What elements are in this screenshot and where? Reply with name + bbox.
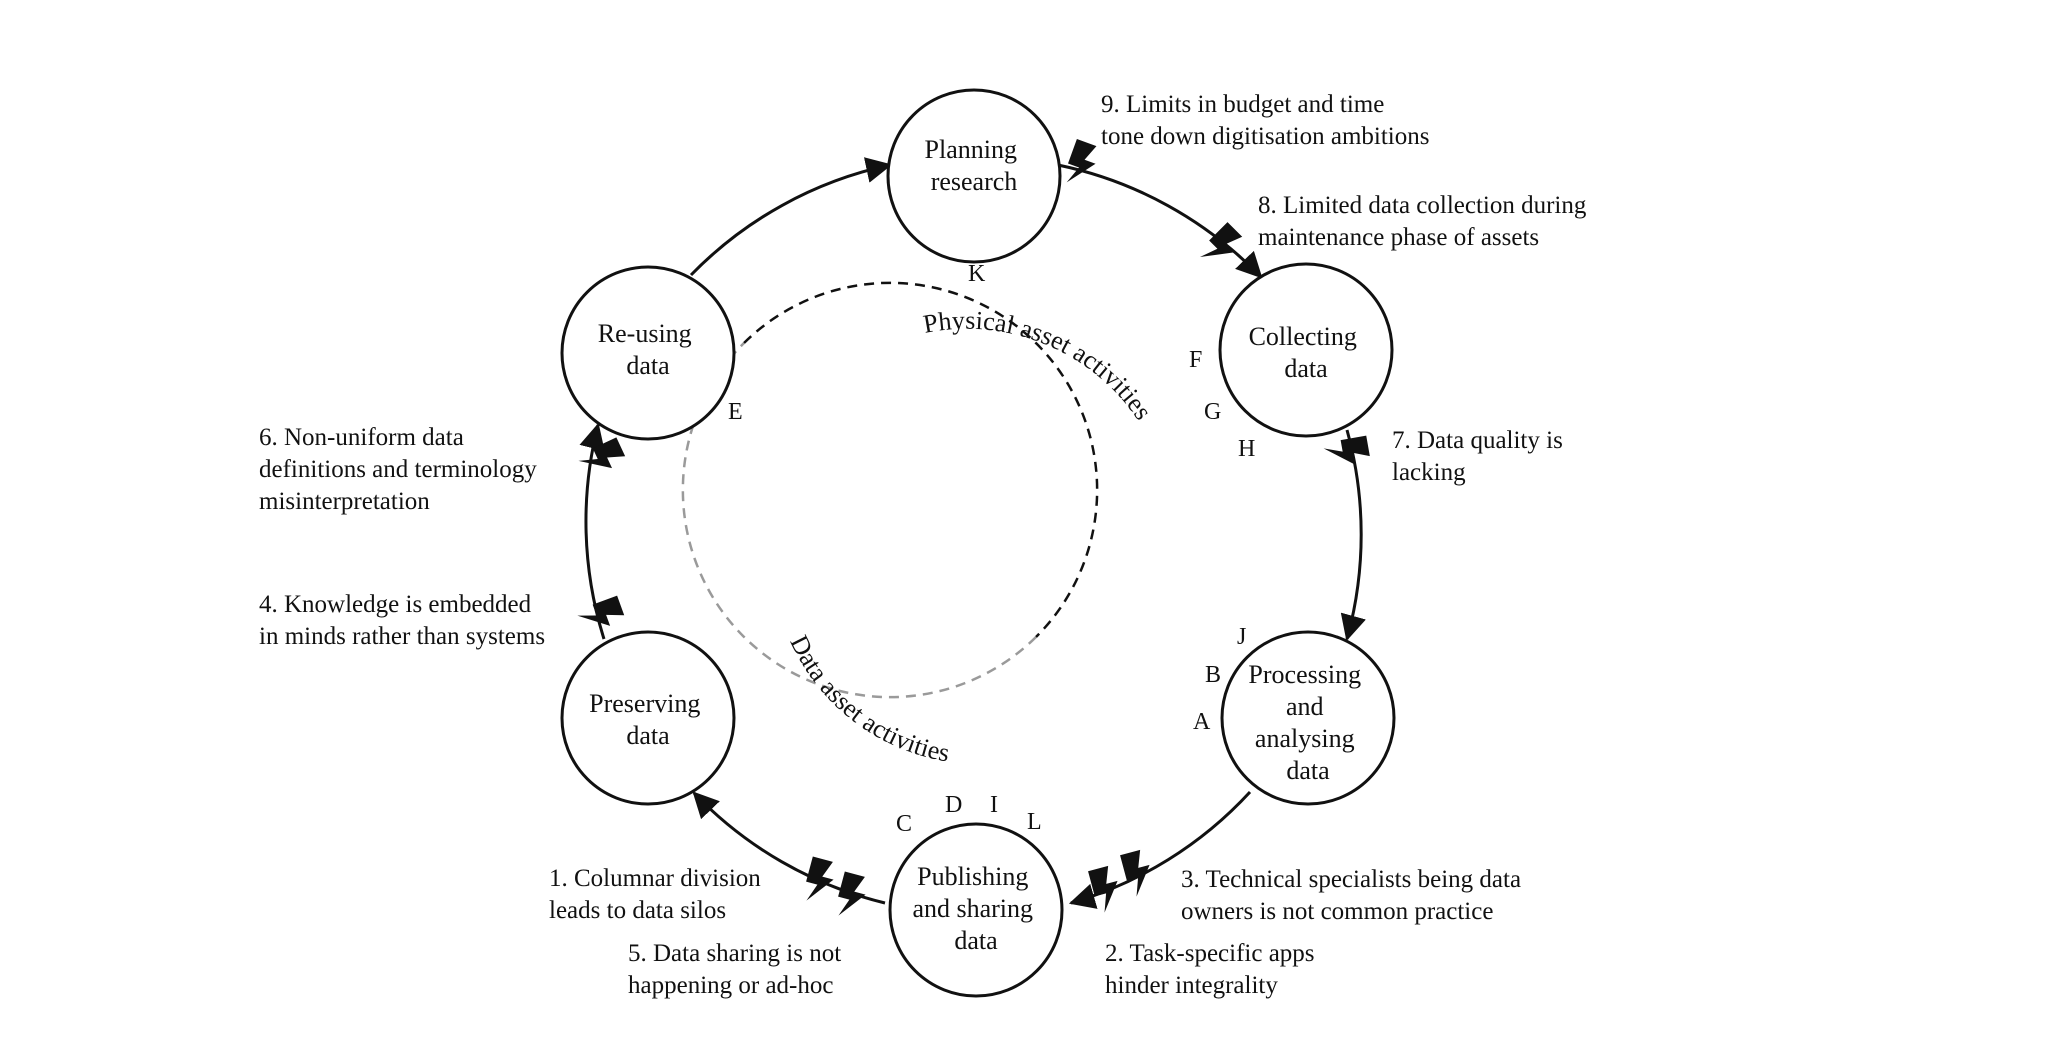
svg-text:Processing and ana: Processing and analysing data	[1248, 660, 1367, 785]
marker-i: I	[990, 792, 998, 818]
node-planning-research: Planning research	[886, 88, 1062, 264]
issue-8-text: 8. Limited data collection during mainte…	[1258, 192, 1593, 251]
marker-e: E	[728, 399, 743, 425]
issue-3-bolt-icon	[1120, 848, 1157, 898]
arrow-processing-to-publishing	[1068, 790, 1252, 909]
issue-1-bolt-icon	[801, 856, 838, 906]
arrow-planning-to-collecting	[1057, 163, 1263, 279]
marker-h: H	[1238, 436, 1255, 462]
svg-text:Planning research: Planning research	[925, 135, 1024, 196]
issue-3-text: 3. Technical specialists being data owne…	[1181, 866, 1527, 925]
issue-1-text: 1. Columnar division leads to data silos	[549, 865, 767, 924]
marker-b: B	[1205, 662, 1221, 688]
issue-9-text: 9. Limits in budget and time tone down d…	[1101, 91, 1429, 150]
node-collecting-data: Collecting data	[1218, 262, 1394, 438]
marker-c: C	[896, 811, 912, 837]
issue-7-bolt-icon	[1322, 435, 1371, 469]
marker-l: L	[1027, 809, 1042, 835]
data-asset-activities-boundary	[681, 342, 1037, 699]
issue-4-text: 4. Knowledge is embedded in minds rather…	[259, 591, 545, 650]
physical-asset-activities-boundary	[743, 281, 1099, 638]
issue-2-bolt-icon	[1088, 864, 1125, 914]
node-processing-analysing-data: Processing and analysing data	[1220, 630, 1396, 806]
issue-6-text: 6. Non-uniform data definitions and term…	[259, 424, 543, 515]
issue-9-bolt-icon	[1061, 139, 1102, 190]
svg-text:Re-using data: Re-using data	[598, 319, 698, 380]
data-asset-activities-label: Data asset activities	[784, 631, 951, 768]
marker-a: A	[1193, 709, 1211, 735]
issue-6-bolt-icon	[576, 437, 628, 480]
node-preserving-data: Preserving data	[560, 630, 736, 806]
arrow-collecting-to-processing	[1340, 429, 1366, 642]
arrow-reusing-to-planning	[689, 157, 893, 277]
marker-g: G	[1204, 399, 1221, 425]
svg-text:Collecting data: Collecting data	[1249, 322, 1364, 383]
svg-text:Publishing and sharing: Publishing and sharing data	[912, 862, 1039, 955]
marker-f: F	[1189, 347, 1202, 373]
svg-text:Preserving data: Preserving data	[589, 689, 707, 750]
issue-7-text: 7. Data quality is lacking	[1392, 427, 1569, 486]
marker-j: J	[1237, 624, 1246, 650]
node-publishing-sharing-data: Publishing and sharing data	[888, 822, 1064, 998]
marker-k: K	[968, 261, 986, 287]
physical-asset-activities-label: Physical asset activities	[921, 306, 1158, 425]
node-reusing-data: Re-using data	[560, 265, 736, 441]
issue-2-text: 2. Task-specific apps hinder integrality	[1105, 940, 1321, 999]
issue-5-text: 5. Data sharing is not happening or ad-h…	[628, 940, 847, 999]
marker-d: D	[945, 792, 962, 818]
